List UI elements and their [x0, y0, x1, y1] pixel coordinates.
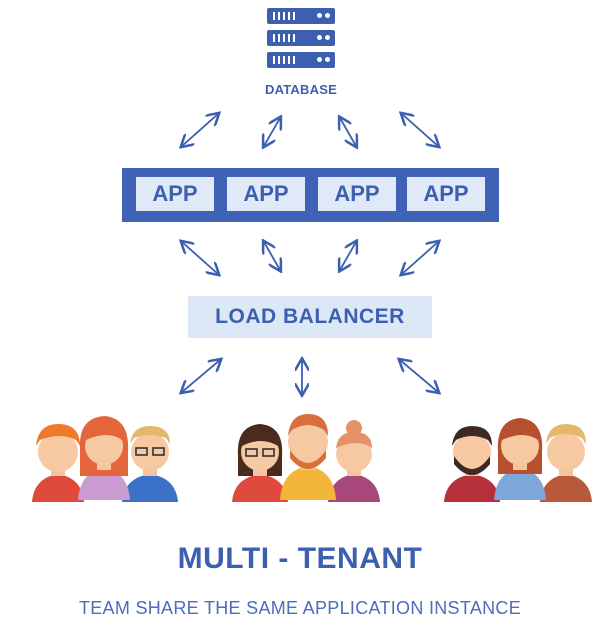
arrow-lb-team-1 [182, 360, 220, 392]
arrow-db-app-3 [340, 118, 356, 146]
server-unit [267, 8, 335, 24]
server-unit [267, 30, 335, 46]
diagram-title: MULTI - TENANT [177, 542, 423, 575]
arrow-db-app-4 [402, 114, 438, 146]
arrow-app-lb-4 [402, 242, 438, 274]
arrow-app-lb-1 [182, 242, 218, 274]
arrow-app-lb-3 [340, 242, 356, 270]
server-unit [267, 52, 335, 68]
app-box: APP [318, 177, 396, 211]
database-label: DATABASE [265, 82, 337, 97]
load-balancer-box: LOAD BALANCER [188, 296, 432, 338]
arrow-db-app-1 [182, 114, 218, 146]
app-box: APP [227, 177, 305, 211]
team-group-icon [32, 416, 178, 502]
app-instances-bar: APP APP APP APP [122, 168, 499, 222]
diagram-subtitle: TEAM SHARE THE SAME APPLICATION INSTANCE [78, 598, 522, 618]
app-box: APP [136, 177, 214, 211]
team-group-icon [444, 418, 592, 502]
app-box: APP [407, 177, 485, 211]
arrow-db-app-2 [264, 118, 280, 146]
team-group-icon [232, 414, 380, 502]
arrow-app-lb-2 [264, 242, 280, 270]
arrow-lb-team-3 [400, 360, 438, 392]
